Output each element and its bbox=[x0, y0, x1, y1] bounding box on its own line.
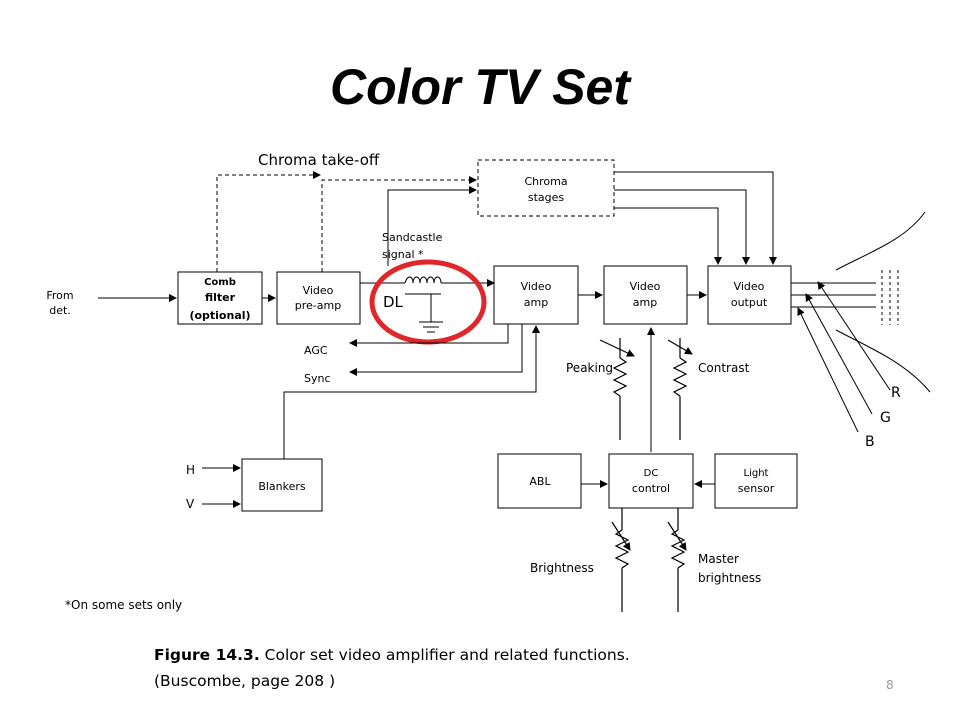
chroma-stages-label-2: stages bbox=[528, 191, 565, 204]
comb-filter-block: Comb filter (optional) bbox=[177, 271, 263, 325]
video-preamp-label-2: pre-amp bbox=[295, 299, 341, 312]
dc-control-label-2: control bbox=[632, 482, 670, 495]
dc-control-label-1: DC bbox=[644, 468, 659, 479]
sync-label: Sync bbox=[304, 372, 331, 385]
light-sensor-block: Light sensor bbox=[714, 453, 798, 509]
highlight-circle bbox=[369, 259, 487, 345]
page-number: 8 bbox=[886, 678, 894, 692]
video-amp-1-label-2: amp bbox=[524, 296, 548, 309]
abl-label: ABL bbox=[529, 475, 551, 488]
peaking-potentiometer bbox=[599, 338, 635, 440]
chroma-to-output-lines bbox=[614, 171, 777, 265]
light-sensor-label-1: Light bbox=[744, 468, 769, 479]
video-amp-2-label-2: amp bbox=[633, 296, 657, 309]
figure-label: Figure 14.3. bbox=[154, 646, 260, 664]
video-preamp-label-1: Video bbox=[303, 284, 334, 297]
light-sensor-label-2: sensor bbox=[738, 482, 775, 495]
b-label: B bbox=[865, 434, 875, 450]
brightness-potentiometer bbox=[611, 508, 631, 612]
r-label: R bbox=[891, 385, 901, 401]
blankers-label: Blankers bbox=[258, 480, 306, 493]
comb-filter-label-3: (optional) bbox=[189, 309, 250, 322]
h-label: H bbox=[186, 463, 195, 477]
slide-title: Color TV Set bbox=[329, 59, 631, 115]
video-amp-2-block: Video amp bbox=[603, 265, 688, 325]
contrast-label: Contrast bbox=[698, 361, 750, 375]
figure-caption: Figure 14.3. Color set video amplifier a… bbox=[154, 642, 630, 694]
video-amp-1-label-1: Video bbox=[521, 280, 552, 293]
video-preamp-block: Video pre-amp bbox=[276, 271, 361, 325]
chroma-takeoff-paths bbox=[216, 171, 477, 272]
from-det-label-2: det. bbox=[49, 304, 71, 317]
video-amp-2-label-1: Video bbox=[630, 280, 661, 293]
rgb-feed-arrows bbox=[797, 281, 891, 433]
chroma-takeoff-label: Chroma take-off bbox=[258, 151, 380, 169]
chroma-stages-label-1: Chroma bbox=[524, 175, 567, 188]
dc-control-block: DC control bbox=[608, 453, 694, 509]
master-brightness-label-2: brightness bbox=[698, 571, 761, 585]
footnote: *On some sets only bbox=[65, 598, 183, 612]
comb-filter-label-2: filter bbox=[205, 291, 236, 304]
master-brightness-potentiometer bbox=[667, 508, 687, 612]
peaking-label: Peaking bbox=[566, 361, 613, 375]
abl-block: ABL bbox=[497, 453, 582, 509]
from-det-label-1: From bbox=[46, 289, 73, 302]
contrast-potentiometer bbox=[667, 338, 693, 440]
figure-text: Color set video amplifier and related fu… bbox=[264, 646, 630, 664]
blankers-block: Blankers bbox=[241, 458, 323, 512]
delay-line bbox=[360, 276, 495, 333]
v-label: V bbox=[186, 497, 195, 511]
figure-source: (Buscombe, page 208 ) bbox=[154, 672, 336, 690]
chroma-stages-block: Chroma stages bbox=[477, 159, 615, 217]
video-output-label-2: output bbox=[731, 296, 768, 309]
agc-label: AGC bbox=[304, 344, 328, 357]
from-det-input: From det. bbox=[46, 289, 177, 317]
video-output-block: Video output bbox=[707, 265, 792, 325]
video-amp-1-block: Video amp bbox=[493, 265, 579, 325]
master-brightness-label-1: Master bbox=[698, 552, 739, 566]
sandcastle-label-1: Sandcastle bbox=[382, 231, 443, 244]
g-label: G bbox=[880, 410, 891, 426]
dl-label: DL bbox=[383, 293, 404, 311]
sandcastle-label-2: signal * bbox=[382, 248, 424, 261]
brightness-label: Brightness bbox=[530, 561, 594, 575]
agc-sync-lines bbox=[283, 324, 540, 459]
sandcastle-arrow bbox=[387, 186, 477, 266]
crt-picture-tube bbox=[791, 211, 931, 393]
comb-filter-label-1: Comb bbox=[204, 277, 236, 288]
video-output-label-1: Video bbox=[734, 280, 765, 293]
